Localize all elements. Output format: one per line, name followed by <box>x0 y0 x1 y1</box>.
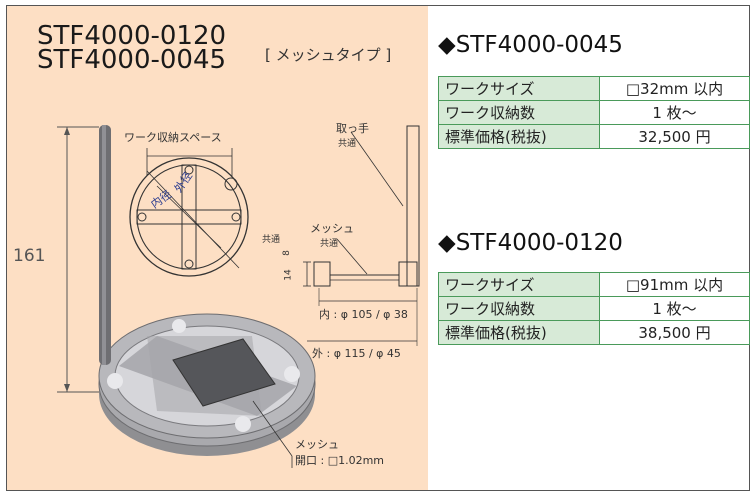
table-row: 標準価格(税抜) 38,500 円 <box>438 320 750 345</box>
common-label: 共通 <box>262 235 281 245</box>
work-space-label: ワーク収納スペース <box>124 131 222 144</box>
model-titles: STF4000-0120 STF4000-0045 <box>37 21 227 75</box>
type-tag: [ メッシュタイプ ] <box>265 46 392 64</box>
spec-panel: ◆STF4000-0045 ワークサイズ □32mm 以内 ワーク収納数 1 枚… <box>430 6 750 490</box>
spec-value: □32mm 以内 <box>599 76 750 101</box>
spec-value: 38,500 円 <box>599 320 750 345</box>
table-row: ワークサイズ □32mm 以内 <box>438 76 750 101</box>
spec-value: □91mm 以内 <box>599 272 750 297</box>
dim-14: 14 <box>283 269 294 281</box>
mesh-label: メッシュ <box>310 222 354 235</box>
table-row: 標準価格(税抜) 32,500 円 <box>438 124 750 149</box>
mesh-opening-label: 開口 : □1.02mm <box>295 454 385 467</box>
model-heading-0120: ◆STF4000-0120 <box>438 230 623 256</box>
product-illustration-panel: STF4000-0120 STF4000-0045 [ メッシュタイプ ] <box>7 6 428 490</box>
handle-common-label: 共通 <box>338 139 357 149</box>
title-line-2: STF4000-0045 <box>37 45 227 75</box>
spec-key: ワーク収納数 <box>438 100 600 125</box>
spec-key: 標準価格(税抜) <box>438 320 600 345</box>
spec-key: ワークサイズ <box>438 272 600 297</box>
spec-value: 1 枚〜 <box>599 100 750 125</box>
mesh-common-label: 共通 <box>320 239 339 249</box>
page-frame <box>6 5 750 491</box>
height-dimension: 161 <box>13 246 46 266</box>
spec-table-0045: ワークサイズ □32mm 以内 ワーク収納数 1 枚〜 標準価格(税抜) 32,… <box>438 76 750 149</box>
mesh-callout-label: メッシュ <box>295 438 339 451</box>
outer-dimension-text: 外 : φ 115 / φ 45 <box>312 347 401 360</box>
spec-key: 標準価格(税抜) <box>438 124 600 149</box>
spec-key: ワーク収納数 <box>438 296 600 321</box>
dim-8: 8 <box>281 250 292 256</box>
handle-label: 取っ手 <box>336 122 369 135</box>
table-row: ワーク収納数 1 枚〜 <box>438 296 750 321</box>
product-drawing <box>57 125 420 468</box>
title-line-1: STF4000-0120 <box>37 21 227 51</box>
model-heading-0045: ◆STF4000-0045 <box>438 32 623 58</box>
spec-table-0120: ワークサイズ □91mm 以内 ワーク収納数 1 枚〜 標準価格(税抜) 38,… <box>438 272 750 345</box>
inner-dimension-text: 内 : φ 105 / φ 38 <box>319 308 408 321</box>
spec-value: 32,500 円 <box>599 124 750 149</box>
spec-value: 1 枚〜 <box>599 296 750 321</box>
table-row: ワーク収納数 1 枚〜 <box>438 100 750 125</box>
spec-key: ワークサイズ <box>438 76 600 101</box>
table-row: ワークサイズ □91mm 以内 <box>438 272 750 297</box>
